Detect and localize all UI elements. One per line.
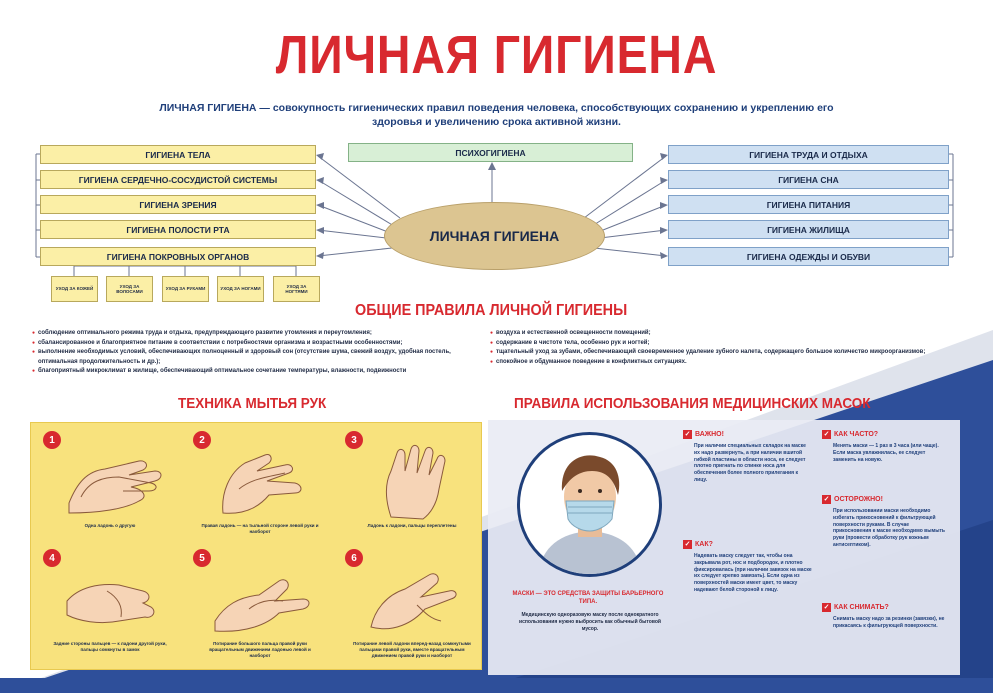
sub-box-feet: УХОД ЗА НОГАМИ [217, 276, 264, 302]
step-caption: Потирание большого пальца правой руки вр… [209, 641, 311, 658]
block-heading: КАК? [695, 541, 713, 548]
right-box-food: ГИГИЕНА ПИТАНИЯ [668, 195, 949, 214]
step-number: 6 [345, 549, 363, 567]
masked-person-avatar [517, 432, 662, 577]
step-number: 1 [43, 431, 61, 449]
right-box-sleep: ГИГИЕНА СНА [668, 170, 949, 189]
step-number: 4 [43, 549, 61, 567]
rules-title: ОБЩИЕ ПРАВИЛА ЛИЧНОЙ ГИГИЕНЫ [355, 302, 628, 319]
block-heading: ВАЖНО! [695, 431, 724, 438]
wash-step-3: 3 Ладонь к ладони, пальцы переплетены [337, 429, 477, 541]
left-box-vision: ГИГИЕНА ЗРЕНИЯ [40, 195, 316, 214]
how-remove-heading: ✓ КАК СНИМАТЬ? [822, 603, 889, 612]
mask-description: Медицинскую одноразовую маску после одно… [519, 612, 661, 632]
definition-text: ЛИЧНАЯ ГИГИЕНА — совокупность гигиеничес… [159, 102, 834, 128]
step-caption: Ладонь к ладони, пальцы переплетены [367, 523, 457, 528]
checkbox-icon: ✓ [683, 430, 692, 439]
mask-caption: МАСКИ — ЭТО СРЕДСТВА ЗАЩИТЫ БАРЬЕРНОГО Т… [512, 591, 664, 605]
hands-title: ТЕХНИКА МЫТЬЯ РУК [178, 395, 327, 412]
wash-step-5: 5 Потирание большого пальца правой руки … [185, 547, 325, 659]
left-box-skin: ГИГИЕНА ПОКРОВНЫХ ОРГАНОВ [40, 247, 316, 266]
step-number: 3 [345, 431, 363, 449]
wash-step-2: 2 Правая ладонь — на тыльной стороне лев… [185, 429, 325, 541]
right-box-home: ГИГИЕНА ЖИЛИЩА [668, 220, 949, 239]
how-remove-text: Снимать маску надо за резинки (завязки),… [833, 616, 945, 629]
wash-step-1: 1 Одна ладонь о другую [35, 429, 175, 541]
rule-item: спокойное и обдуманное поведение в конфл… [490, 358, 930, 368]
step-caption: Потирание левой ладони вперед-назад сомк… [353, 641, 471, 658]
masks-title: ПРАВИЛА ИСПОЛЬЗОВАНИЯ МЕДИЦИНСКИХ МАСОК [514, 395, 871, 412]
sub-box-hands: УХОД ЗА РУКАМИ [162, 276, 209, 302]
hands-illustration-icon [68, 460, 162, 514]
left-box-cardio: ГИГИЕНА СЕРДЕЧНО-СОСУДИСТОЙ СИСТЕМЫ [40, 170, 316, 189]
rules-right-list: воздуха и естественной освещенности поме… [490, 329, 930, 367]
checkbox-icon: ✓ [822, 495, 831, 504]
rule-item: соблюдение оптимального режима труда и о… [32, 329, 482, 339]
careful-text: При использовании маски необходимо избег… [833, 508, 945, 548]
checkbox-icon: ✓ [683, 540, 692, 549]
connector-lines [35, 153, 954, 276]
handwashing-panel: 1 Одна ладонь о другую 2 Правая ладонь —… [30, 422, 482, 670]
person-mask-icon [538, 455, 642, 574]
rules-left-list: соблюдение оптимального режима труда и о… [32, 329, 482, 377]
checkbox-icon: ✓ [822, 430, 831, 439]
top-box-psycho: ПСИХОГИГИЕНА [348, 143, 633, 162]
rule-item: благоприятный микроклимат в жилище, обес… [32, 367, 482, 377]
block-heading: ОСТОРОЖНО! [834, 496, 883, 503]
checkbox-icon: ✓ [822, 603, 831, 612]
important-heading: ✓ ВАЖНО! [683, 430, 724, 439]
how-often-text: Менять маски — 1 раз в 3 часа (или чаще)… [833, 443, 939, 463]
sub-box-hair: УХОД ЗА ВОЛОСАМИ [106, 276, 153, 302]
hands-illustration-icon [370, 573, 457, 630]
center-ellipse: ЛИЧНАЯ ГИГИЕНА [384, 202, 605, 270]
step-number: 2 [193, 431, 211, 449]
rule-item: содержание в чистоте тела, особенно рук … [490, 339, 930, 349]
left-box-body: ГИГИЕНА ТЕЛА [40, 145, 316, 164]
rule-item: выполнение необходимых условий, обеспечи… [32, 348, 482, 367]
important-text: При наличии специальных складок на маске… [694, 443, 806, 483]
step-caption: Одна ладонь о другую [84, 523, 136, 528]
how-heading: ✓ КАК? [683, 540, 713, 549]
sub-box-skin: УХОД ЗА КОЖЕЙ [51, 276, 98, 302]
how-often-heading: ✓ КАК ЧАСТО? [822, 430, 878, 439]
right-box-clothes: ГИГИЕНА ОДЕЖДЫ И ОБУВИ [668, 247, 949, 266]
how-text: Надевать маску следует так, чтобы она за… [694, 553, 812, 593]
rule-item: тщательный уход за зубами, обеспечивающи… [490, 348, 930, 358]
wash-step-4: 4 Задние стороны пальцев — к ладони друг… [35, 547, 175, 659]
rule-item: сбалансированное и благоприятное питание… [32, 339, 482, 349]
right-box-work: ГИГИЕНА ТРУДА И ОТДЫХА [668, 145, 949, 164]
page-title: ЛИЧНАЯ ГИГИЕНА [275, 25, 718, 85]
sub-box-nails: УХОД ЗА НОГТЯМИ [273, 276, 320, 302]
hands-illustration-icon [214, 579, 310, 632]
block-heading: КАК ЧАСТО? [834, 431, 879, 438]
step-caption: Задние стороны пальцев — к ладони другой… [53, 641, 167, 652]
rule-item: воздуха и естественной освещенности поме… [490, 329, 930, 339]
careful-heading: ✓ ОСТОРОЖНО! [822, 495, 883, 504]
hands-illustration-icon [386, 444, 446, 520]
block-heading: КАК СНИМАТЬ? [834, 604, 889, 611]
wash-step-6: 6 Потирание левой ладони вперед-назад со… [337, 547, 477, 659]
step-caption: Правая ладонь — на тыльной стороне левой… [201, 523, 319, 534]
hands-illustration-icon [222, 454, 302, 514]
left-box-mouth: ГИГИЕНА ПОЛОСТИ РТА [40, 220, 316, 239]
step-number: 5 [193, 549, 211, 567]
hands-illustration-icon [66, 584, 155, 624]
